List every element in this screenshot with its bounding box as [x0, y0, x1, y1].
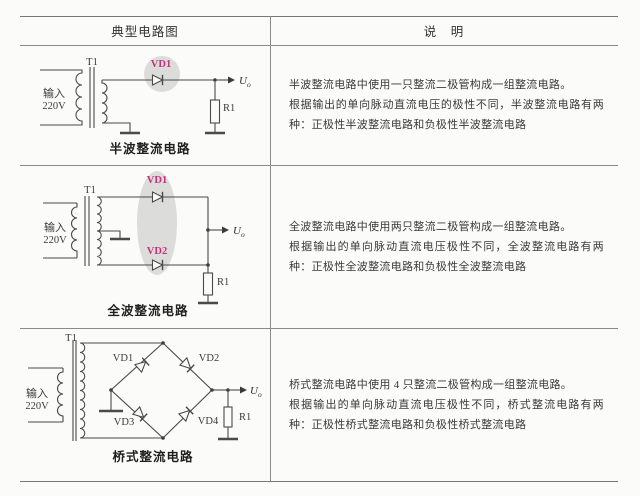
diode-vd2-label: VD2 [147, 246, 167, 257]
diode-vd4-icon [178, 406, 194, 422]
bridge-rectifier-circuit-diagram: T1 输入 220V VD1 VD2 VD3 VD4 [25, 333, 262, 464]
output-voltage-label: U [250, 385, 259, 397]
secondary-ground-wire [102, 122, 131, 133]
column-divider-line [270, 16, 271, 482]
diode-vd4-label: VD4 [198, 416, 219, 427]
output-arrow-icon [210, 226, 229, 234]
table-row-halfwave-circuit-cell: T1 输入 220V VD1 U o R1 半波 [20, 45, 270, 165]
transformer-icon [28, 340, 86, 441]
description-text: 根据输出的单向脉动直流电压极性不同，桥式整流电路有两种：正极性桥式整流电路和负极… [289, 399, 604, 431]
resistor-icon [209, 82, 221, 133]
header-circuit-column: 典型电路图 [20, 16, 270, 45]
description-text: 根据输出的单向脉动直流电压的极性不同，半波整流电路有两种：正极性半波整流电路和负… [289, 99, 604, 131]
description-text: 桥式整流电路中使用 4 只整流二极管构成一组整流电路。 [289, 379, 573, 391]
resistor-icon [223, 390, 233, 439]
table-row-bridge-circuit-cell: T1 输入 220V VD1 VD2 VD3 VD4 [20, 328, 270, 482]
output-arrow-icon [217, 76, 235, 84]
table-top-border [20, 16, 618, 17]
table-row-bridge-description-cell: 桥式整流电路中使用 4 只整流二极管构成一组整流电路。 根据输出的单向脉动直流电… [278, 328, 612, 482]
output-voltage-label: U [233, 225, 242, 237]
diode-vd2-label: VD2 [199, 353, 219, 364]
diode-vd1-label: VD1 [147, 175, 167, 186]
junction-dot [161, 341, 165, 345]
input-voltage-label: 220V [25, 401, 49, 412]
output-arrow-icon [230, 386, 247, 394]
transformer-icon [43, 196, 102, 266]
table-row-fullwave-circuit-cell: T1 输入 220V VD1 VD2 U o [20, 165, 270, 328]
transformer-label: T1 [65, 333, 77, 344]
table-bottom-border [20, 481, 618, 482]
junction-dot [206, 228, 210, 232]
header-circuit-label: 典型电路图 [111, 25, 179, 39]
resistor-label: R1 [223, 103, 235, 114]
diode-vd1-icon [134, 357, 150, 373]
junction-dot [213, 78, 217, 82]
center-tap-wire [97, 230, 121, 239]
input-label: 输入 [44, 220, 66, 234]
header-description-label: 说 明 [423, 25, 465, 39]
diode-vd3-icon [132, 406, 148, 422]
resistor-label: R1 [239, 412, 251, 423]
row1-separator-line [20, 165, 618, 166]
diode-vd2-icon [179, 357, 195, 373]
output-voltage-subscript: o [241, 230, 245, 239]
input-label: 输入 [26, 386, 48, 400]
junction-dot [161, 436, 165, 440]
resistor-label: R1 [217, 277, 229, 288]
output-voltage-subscript: o [258, 390, 262, 399]
output-voltage-label: U [239, 75, 248, 87]
diode-highlight-ellipse [137, 171, 177, 275]
transformer-label: T1 [86, 57, 98, 68]
description-text: 全波整流电路中使用两只整流二极管构成一组整流电路。 [289, 220, 572, 233]
input-voltage-label: 220V [43, 235, 67, 246]
transformer-label: T1 [84, 185, 96, 196]
table-row-fullwave-description-cell: 全波整流电路中使用两只整流二极管构成一组整流电路。 根据输出的单向脉动直流电压极… [278, 165, 612, 328]
fullwave-rectifier-circuit-diagram: T1 输入 220V VD1 VD2 U o [43, 171, 245, 318]
resistor-icon [202, 265, 214, 303]
header-description-column: 说 明 [270, 16, 618, 45]
circuit-caption: 半波整流电路 [109, 141, 190, 156]
diode-vd3-label: VD3 [114, 417, 134, 428]
circuit-caption: 全波整流电路 [106, 303, 188, 318]
diode-vd1-label: VD1 [151, 59, 171, 70]
diode-vd1-label: VD1 [113, 353, 133, 364]
table-row-halfwave-description-cell: 半波整流电路中使用一只整流二极管构成一组整流电路。 根据输出的单向脉动直流电压的… [278, 45, 612, 165]
output-voltage-subscript: o [247, 80, 251, 89]
halfwave-rectifier-circuit-diagram: T1 输入 220V VD1 U o R1 半波 [40, 56, 251, 156]
input-label: 输入 [43, 86, 65, 100]
header-separator-line [20, 45, 618, 46]
input-voltage-label: 220V [42, 101, 66, 112]
bridge-input-wires [80, 342, 163, 439]
description-text: 根据输出的单向脉动直流电压极性不同，全波整流电路有两种：正极性全波整流电路和负极… [289, 240, 604, 273]
row2-separator-line [20, 328, 618, 329]
description-text: 半波整流电路中使用一只整流二极管构成一组整流电路。 [289, 79, 572, 91]
transformer-icon [40, 67, 108, 128]
circuit-caption: 桥式整流电路 [112, 449, 193, 464]
